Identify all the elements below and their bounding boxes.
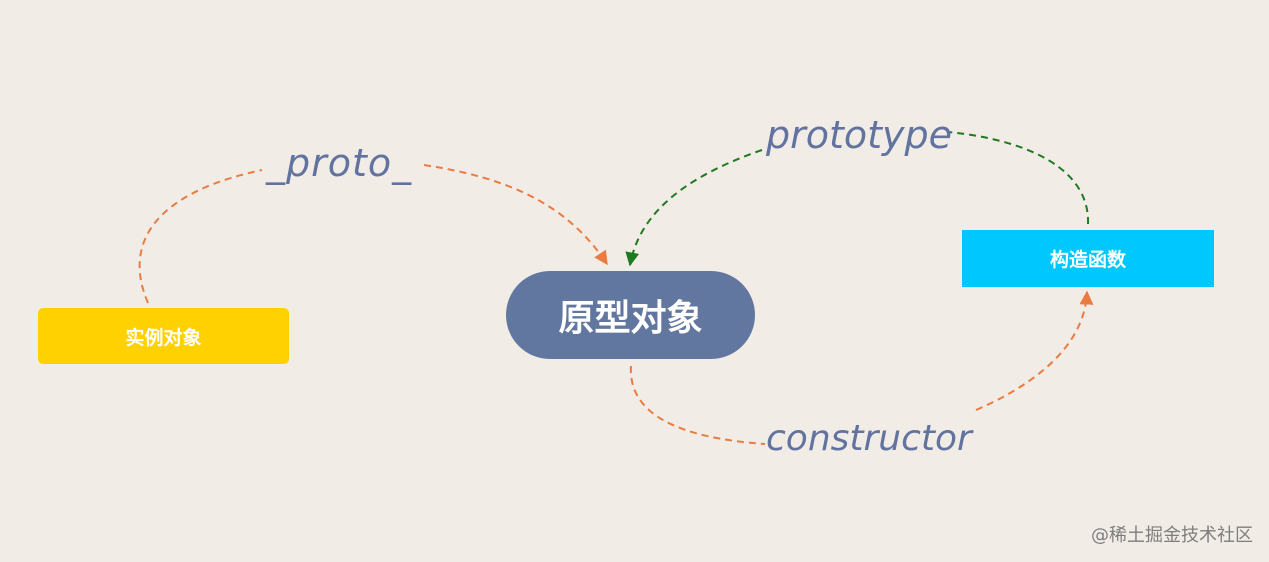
proto-edge-label: _proto_ bbox=[266, 141, 413, 185]
edge-proto-right bbox=[423, 164, 608, 266]
edge-proto-left bbox=[138, 169, 263, 304]
constructor-edge-label: constructor bbox=[766, 418, 972, 459]
instance-object-node: 实例对象 bbox=[38, 308, 289, 364]
prototype-object-node: 原型对象 bbox=[506, 271, 755, 359]
edge-prototype-left bbox=[625, 149, 763, 267]
edge-constructor-right bbox=[975, 290, 1094, 411]
edge-constructor-left bbox=[629, 365, 766, 445]
constructor-function-node: 构造函数 bbox=[962, 230, 1214, 287]
edge-prototype-right bbox=[947, 131, 1090, 225]
watermark: @稀土掘金技术社区 bbox=[1091, 525, 1253, 546]
prototype-edge-label: prototype bbox=[766, 113, 953, 157]
